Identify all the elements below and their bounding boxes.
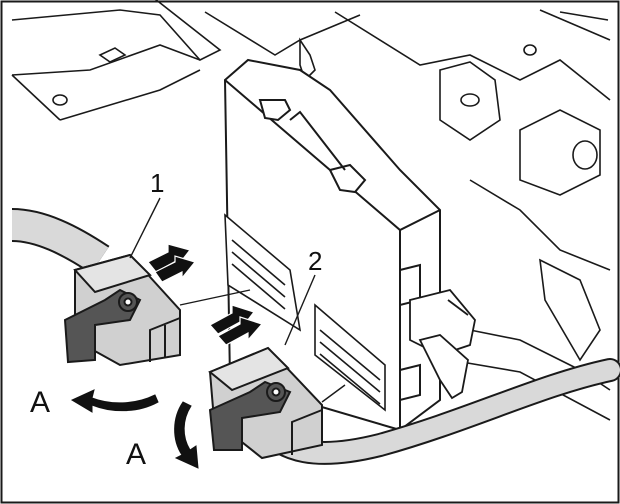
- leader-lines: [129, 197, 346, 403]
- control-module: [223, 58, 441, 432]
- callout-connector-1: 1: [150, 168, 165, 198]
- module-socket-upper: [224, 213, 302, 332]
- module-socket-lower: [314, 303, 386, 412]
- callout-connector-2: 2: [308, 246, 323, 276]
- rotation-arrow-a-lower-icon: [174, 401, 199, 469]
- push-arrow-lower: [209, 304, 264, 346]
- connector-2: [208, 346, 323, 460]
- push-arrow-upper: [147, 243, 197, 283]
- connector-1: [63, 253, 181, 367]
- callout-unlock-direction-a-lower: A: [126, 438, 147, 471]
- rotation-arrow-a-upper-icon: [70, 389, 159, 413]
- callout-unlock-direction-a-upper: A: [30, 386, 51, 419]
- module-mount-clip: [409, 288, 476, 400]
